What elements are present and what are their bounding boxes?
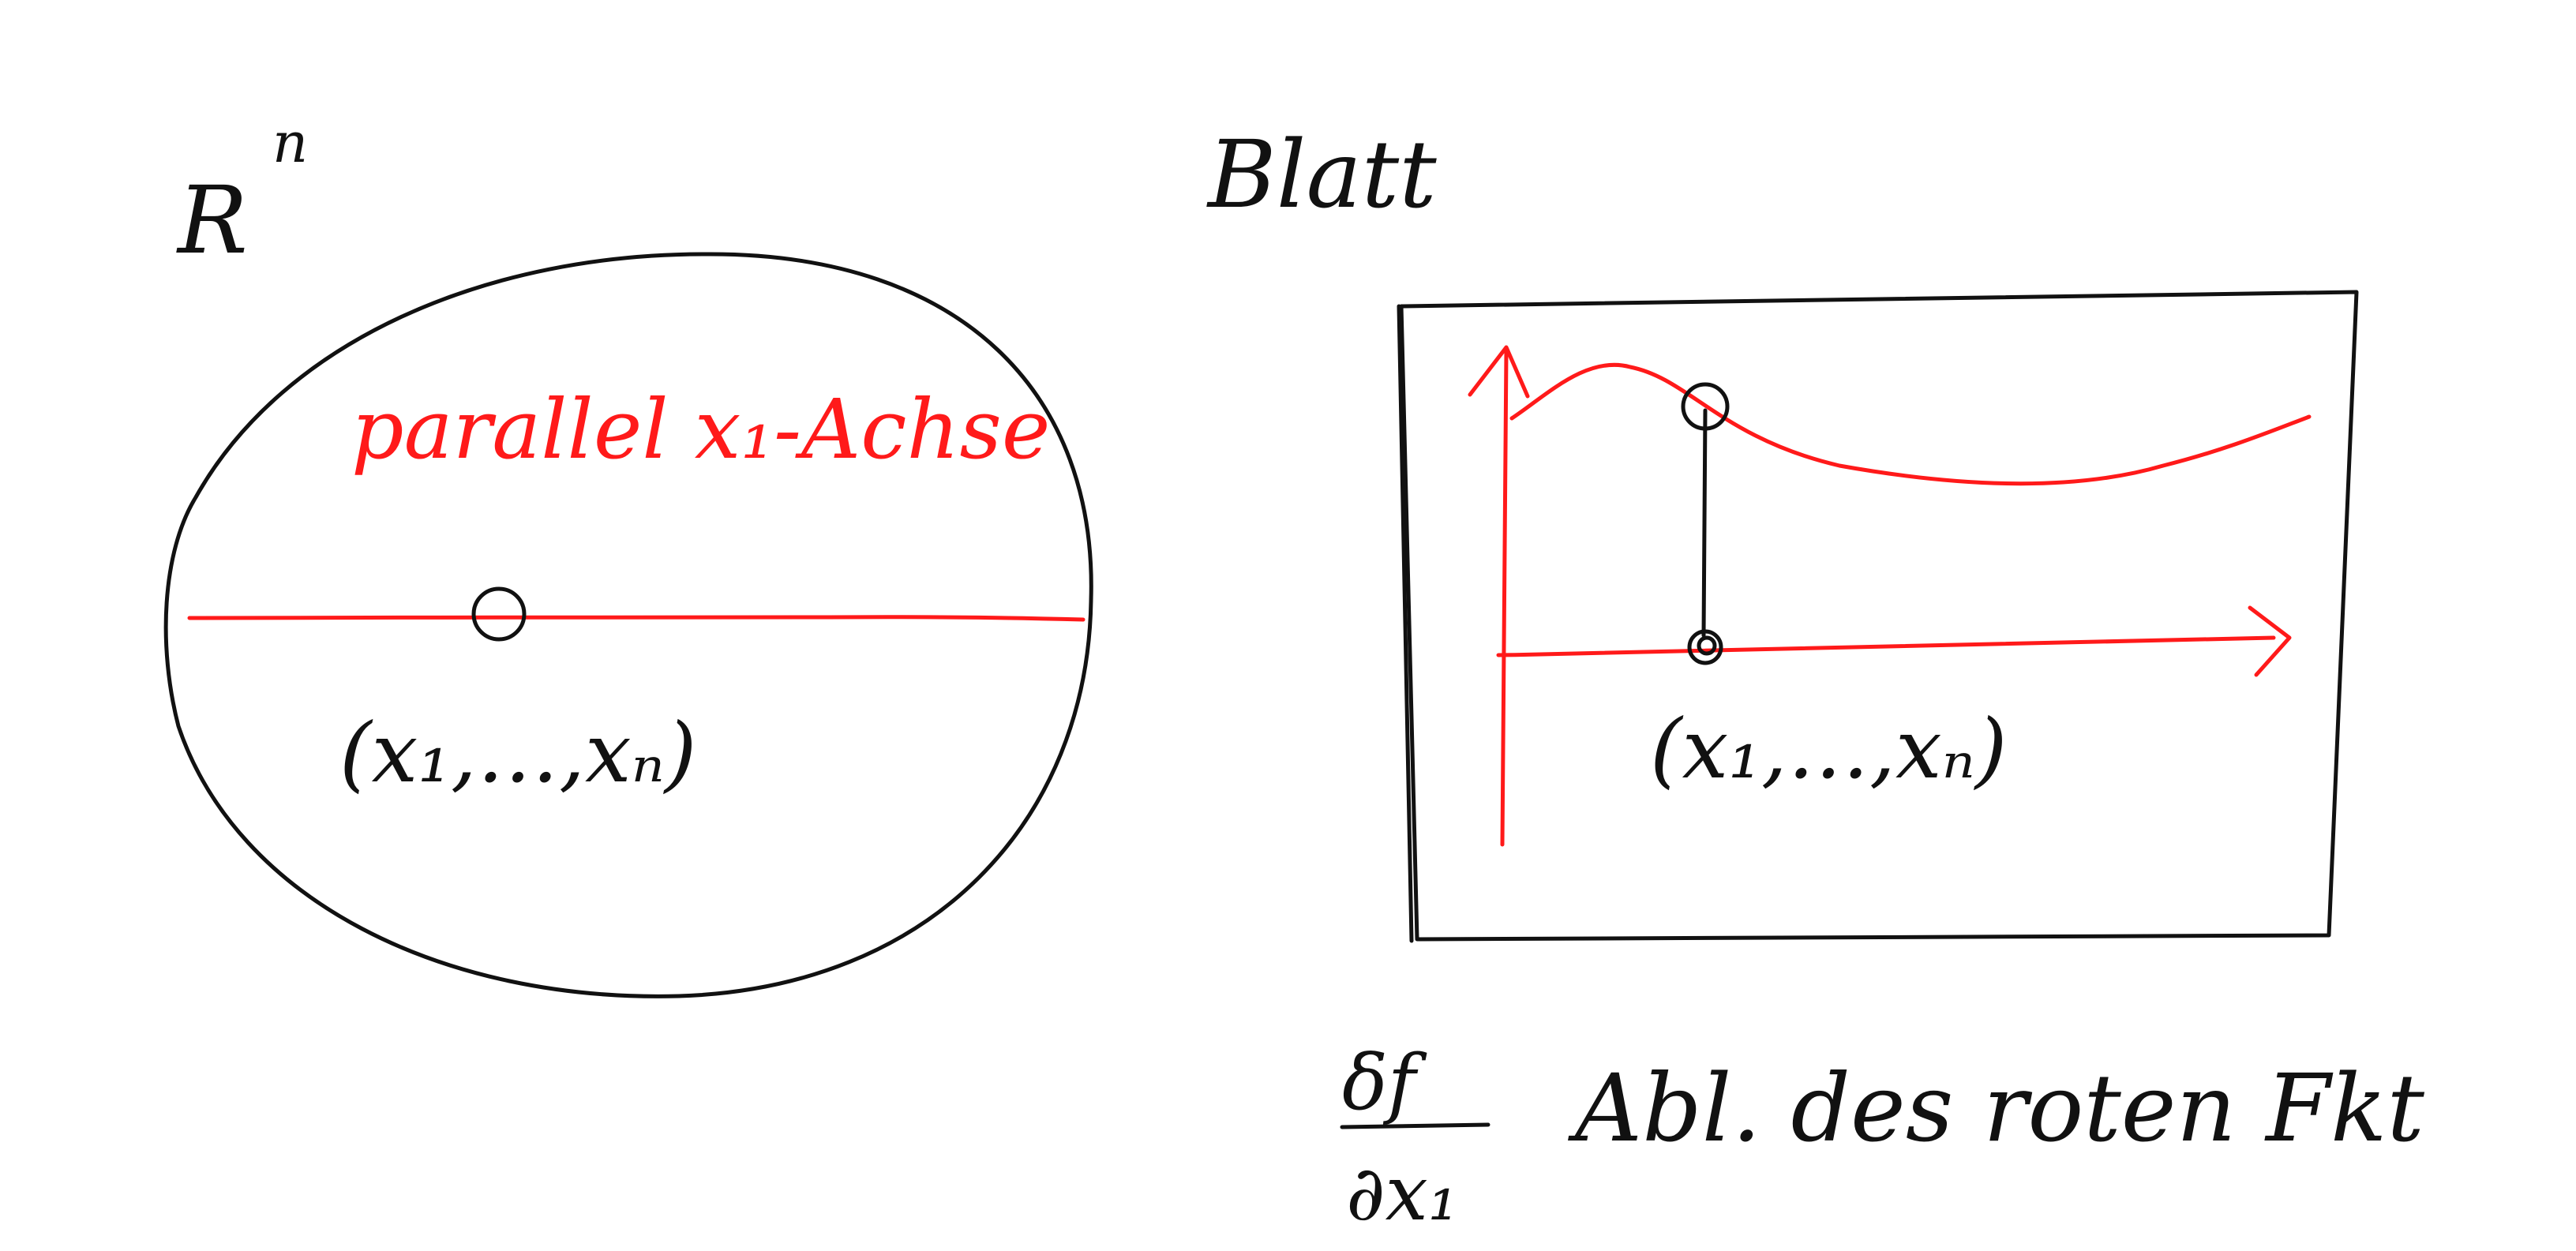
- sheet-label: Blatt: [1206, 120, 1437, 229]
- caption-text: Abl. des roten Fkt: [1568, 1054, 2425, 1163]
- parallel-axis-line: [187, 615, 1086, 622]
- vertical-axis: [1500, 349, 1509, 847]
- derivative-numerator: δf: [1342, 1039, 1427, 1127]
- point-marker: [471, 586, 527, 642]
- vertical-axis-arrowhead: [1468, 345, 1530, 399]
- curve-point-marker: [1681, 382, 1730, 431]
- point-label: (x₁,…,xₙ): [339, 705, 696, 801]
- axis-point-marker: [1687, 629, 1723, 665]
- axis-point-label: (x₁,…,xₙ): [1650, 701, 2007, 797]
- fraction-bar: [1340, 1122, 1490, 1129]
- domain-outline: [163, 252, 1093, 998]
- function-curve: [1509, 362, 2312, 486]
- projection-line: [1701, 408, 1708, 638]
- space-superscript: n: [272, 110, 308, 175]
- sheet-rectangle: [1399, 290, 2359, 942]
- space-label: R: [176, 166, 248, 275]
- sheet-rectangle-corner: [1397, 304, 1414, 943]
- axis-point-marker-inner: [1697, 635, 1717, 656]
- parallel-axis-label: parallel x₁-Achse: [351, 381, 1050, 478]
- horizontal-axis-arrowhead: [2248, 605, 2292, 677]
- horizontal-axis: [1496, 635, 2276, 657]
- derivative-denominator: ∂x₁: [1346, 1149, 1458, 1238]
